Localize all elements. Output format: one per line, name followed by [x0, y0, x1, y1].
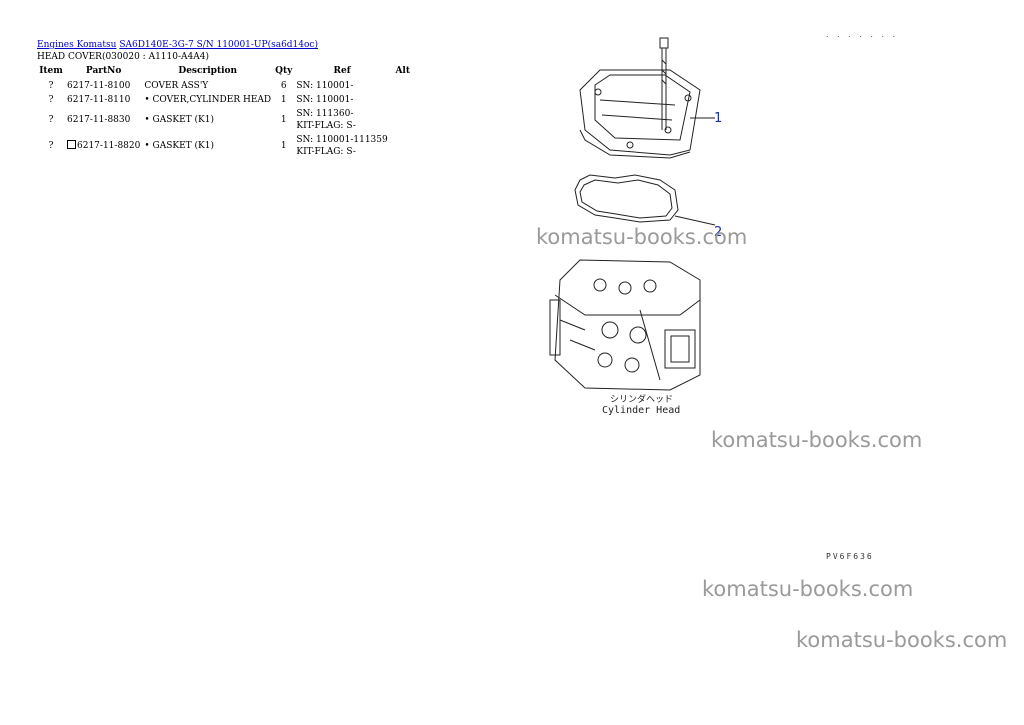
gasket-icon: [574, 174, 679, 223]
ref-sn: SN: 111360-: [296, 109, 354, 119]
cell-alt: [390, 93, 416, 107]
header-ref: Ref: [333, 66, 351, 76]
cell-description: • COVER,CYLINDER HEAD: [144, 95, 272, 105]
cell-description: • GASKET (K1): [144, 141, 214, 151]
callout-2: 2: [714, 225, 722, 240]
cylinder-head-label: Cylinder Head: [602, 405, 680, 416]
parts-table: Item PartNo Description Qty Ref Alt ? 62…: [37, 66, 416, 159]
ref-kit-flag: KIT-FLAG: S-: [296, 147, 356, 157]
breadcrumb-link-model[interactable]: SA6D140E-3G-7 S/N 110001-UP(sa6d14oc): [119, 40, 318, 50]
cell-partno: 6217-11-8820: [65, 133, 142, 159]
cell-partno: 6217-11-8110: [67, 95, 131, 105]
checkbox-mark-icon: [67, 140, 76, 149]
ref-sn: SN: 110001-111359: [296, 135, 388, 145]
watermark: komatsu-books.com: [702, 577, 914, 601]
watermark: komatsu-books.com: [536, 225, 748, 249]
ref-sn: SN: 110001-: [296, 95, 354, 105]
header-alt: Alt: [395, 66, 411, 76]
watermark: komatsu-books.com: [711, 428, 923, 452]
breadcrumb-link-engines[interactable]: Engines Komatsu: [37, 40, 117, 50]
cell-item: ?: [48, 115, 54, 125]
cell-alt: [390, 107, 416, 133]
bolt-icon: [659, 37, 669, 130]
table-row: ? 6217-11-8110 • COVER,CYLINDER HEAD 1 S…: [37, 93, 416, 107]
parts-table-header: Item PartNo Description Qty Ref Alt: [37, 66, 416, 79]
cell-partno: 6217-11-8100: [67, 81, 131, 91]
cell-qty: 1: [280, 115, 287, 125]
cell-item: ?: [48, 81, 54, 91]
figure-code: PV6F636: [826, 552, 874, 561]
exploded-parts-diagram: 1 2 シリンダヘッド Cylinder Head: [549, 37, 722, 416]
cell-alt: [390, 79, 416, 93]
cell-partno-text: 6217-11-8820: [77, 141, 141, 151]
cell-ref: SN: 110001-111359 KIT-FLAG: S-: [294, 133, 389, 159]
cylinder-head-jp-label: シリンダヘッド: [610, 393, 673, 405]
header-description: Description: [178, 66, 238, 76]
figure-dots: . . . . . . .: [826, 30, 899, 39]
table-row: ? 6217-11-8830 • GASKET (K1) 1 SN: 11136…: [37, 107, 416, 133]
cell-description: COVER ASS'Y: [144, 81, 209, 91]
cell-ref: SN: 110001-: [294, 79, 389, 93]
table-row: ? 6217-11-8820 • GASKET (K1) 1 SN: 11000…: [37, 133, 416, 159]
cell-qty: 1: [280, 95, 287, 105]
section-title: HEAD COVER(030020 : A1110-A4A4): [37, 52, 209, 62]
cell-alt: [390, 133, 416, 159]
table-row: ? 6217-11-8100 COVER ASS'Y 6 SN: 110001-: [37, 79, 416, 93]
header-item: Item: [39, 66, 63, 76]
ref-kit-flag: KIT-FLAG: S-: [296, 121, 356, 131]
cell-ref: SN: 111360- KIT-FLAG: S-: [294, 107, 389, 133]
cell-description: • GASKET (K1): [144, 115, 214, 125]
cell-item: ?: [48, 95, 54, 105]
cylinder-head-icon: [549, 259, 701, 391]
breadcrumb: Engines Komatsu SA6D140E-3G-7 S/N 110001…: [37, 40, 318, 50]
cell-qty: 1: [280, 141, 287, 151]
watermark: komatsu-books.com: [796, 628, 1008, 652]
cell-ref: SN: 110001-: [294, 93, 389, 107]
header-qty: Qty: [275, 66, 293, 76]
cell-item: ?: [48, 141, 54, 151]
ref-sn: SN: 110001-: [296, 81, 354, 91]
header-partno: PartNo: [85, 66, 122, 76]
cell-partno: 6217-11-8830: [67, 115, 131, 125]
head-cover-icon: [579, 69, 701, 159]
callout-1: 1: [714, 111, 722, 126]
cell-qty: 6: [280, 81, 287, 91]
